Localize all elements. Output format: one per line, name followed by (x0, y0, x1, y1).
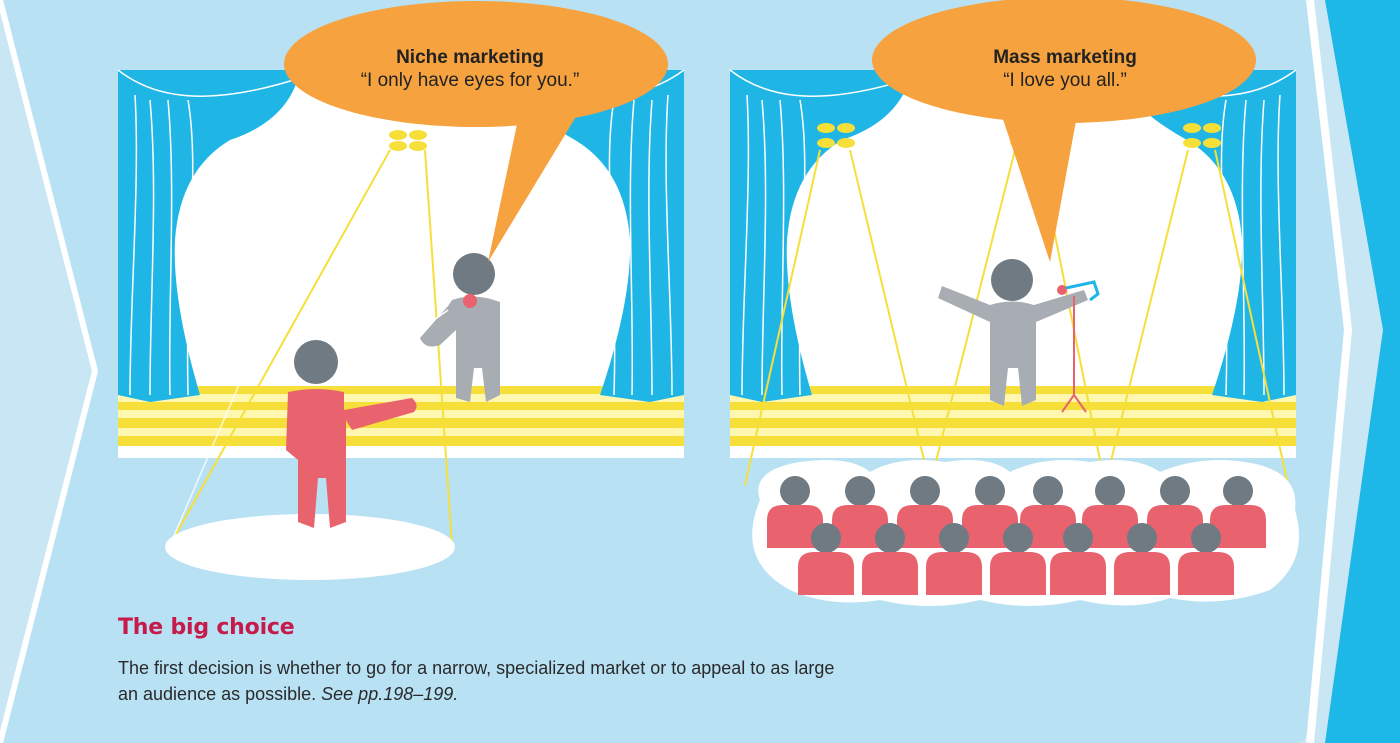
niche-audience-member (286, 340, 417, 528)
microphone-stand-icon (1057, 280, 1100, 413)
mass-title: Mass marketing (993, 47, 1137, 68)
mass-stage (729, 0, 1300, 606)
niche-bubble-text: Niche marketing “I only have eyes for yo… (320, 46, 620, 92)
mass-curtain-right (1111, 69, 1297, 402)
caption-body: The first decision is whether to go for … (118, 655, 838, 707)
mass-quote: “I love you all.” (1003, 70, 1127, 92)
caption-body-text: The first decision is whether to go for … (118, 658, 835, 705)
niche-stage-floor (118, 386, 684, 446)
mass-bubble-text: Mass marketing “I love you all.” (930, 46, 1200, 92)
niche-stage (117, 1, 685, 580)
niche-quote: “I only have eyes for you.” (360, 70, 580, 92)
niche-speech-bubble (284, 1, 668, 262)
mass-performer (938, 259, 1088, 406)
niche-spotlight-pool (165, 514, 455, 580)
caption-reference: See pp.198–199. (321, 684, 459, 705)
niche-spotlight-lamp (389, 130, 427, 151)
niche-spotlight-beam (169, 114, 453, 546)
niche-curtain-right (499, 69, 685, 402)
caption-title: The big choice (118, 615, 295, 640)
niche-title: Niche marketing (396, 47, 544, 68)
mass-speech-bubble (872, 0, 1256, 262)
niche-curtain-left (117, 69, 301, 402)
mass-audience-front-row (798, 523, 1234, 595)
niche-performer (419, 253, 500, 402)
mass-stage-floor (730, 386, 1296, 446)
